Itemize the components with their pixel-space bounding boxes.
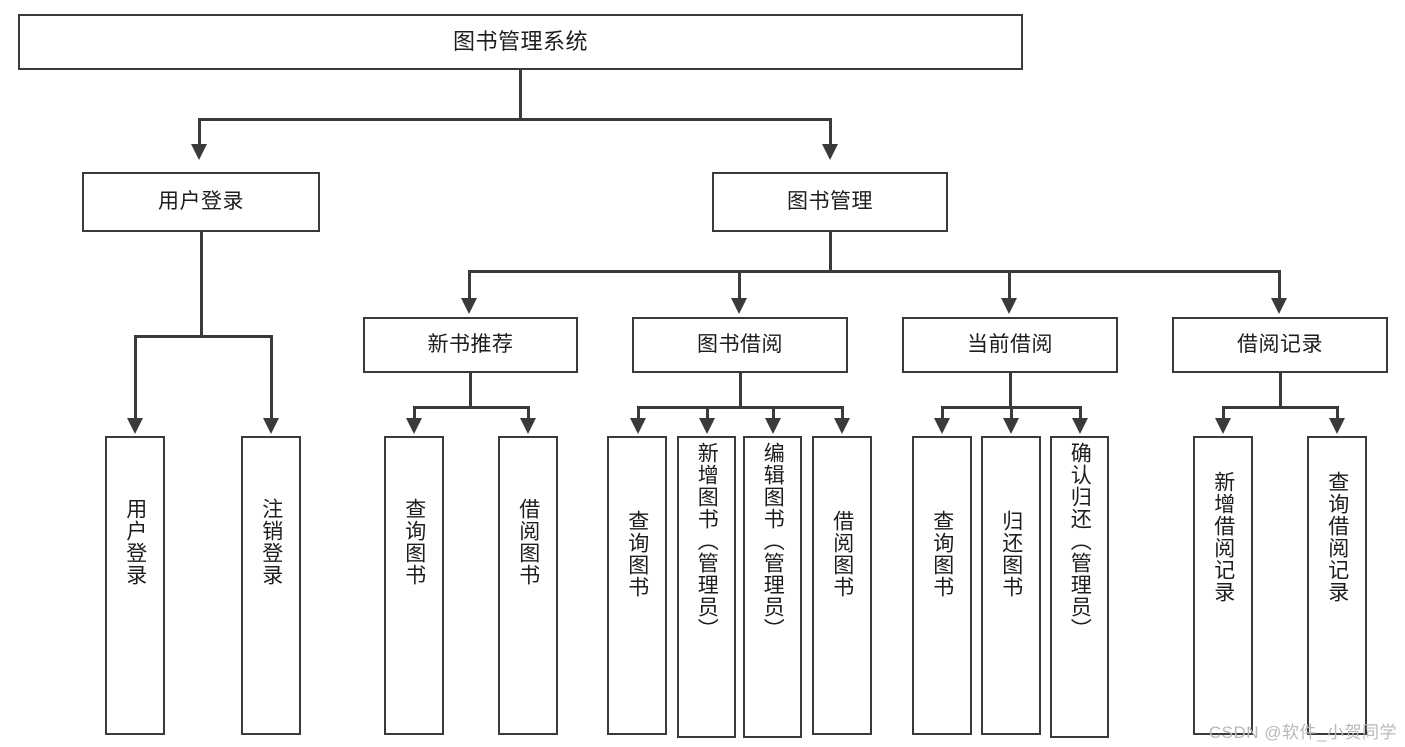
node-label: 新增借阅记录 [1211,471,1235,603]
connector-recommend-drop-1 [413,406,416,420]
node-label: 用户登录 [123,498,147,586]
leaf-borrow-add-book[interactable]: 新增图书（管理员） [677,436,736,738]
node-label: 确认归还（管理员） [1068,442,1092,640]
node-label: 借阅记录 [1237,332,1323,356]
node-root-system[interactable]: 图书管理系统 [18,14,1023,70]
arrowhead-leaf-edit-book [765,418,781,434]
connector-borrow-drop-1 [637,406,640,420]
arrowhead-leaf-add-record [1215,418,1231,434]
leaf-record-query-record[interactable]: 查询借阅记录 [1307,436,1367,735]
connector-book-mgmt-drop-1 [468,270,471,300]
arrowhead-new-book-recommend [461,298,477,314]
connector-root-to-user-login [198,118,201,146]
connector-record-bus [1222,406,1338,409]
connector-record-drop-1 [1222,406,1225,420]
node-label: 编辑图书（管理员） [761,442,785,640]
node-book-borrow[interactable]: 图书借阅 [632,317,848,373]
arrowhead-leaf-return-book [1003,418,1019,434]
node-label: 用户登录 [158,189,244,213]
leaf-borrow-edit-book[interactable]: 编辑图书（管理员） [743,436,802,738]
node-label: 图书管理系统 [452,29,588,55]
arrowhead-borrow-record [1271,298,1287,314]
connector-borrow-drop-3 [772,406,775,420]
arrowhead-leaf-add-book [699,418,715,434]
node-label: 查询图书 [625,510,649,598]
node-label: 查询借阅记录 [1325,471,1349,603]
connector-borrow-drop-2 [706,406,709,420]
arrowhead-current-borrow [1001,298,1017,314]
leaf-record-add-record[interactable]: 新增借阅记录 [1193,436,1253,735]
connector-book-mgmt-drop-2 [738,270,741,300]
node-label: 归还图书 [999,510,1023,598]
connector-book-mgmt-bus [468,270,1280,273]
node-new-book-recommend[interactable]: 新书推荐 [363,317,578,373]
node-book-management[interactable]: 图书管理 [712,172,948,232]
node-current-borrow[interactable]: 当前借阅 [902,317,1118,373]
node-label: 借阅图书 [516,498,540,586]
connector-user-login-bus [134,335,272,338]
connector-recommend-stem [469,373,472,408]
arrowhead-user-login [191,144,207,160]
connector-user-login-drop-2 [270,335,273,420]
connector-record-stem [1279,373,1282,408]
connector-borrow-bus [637,406,843,409]
connector-borrow-drop-4 [841,406,844,420]
arrowhead-leaf-query-book-2 [630,418,646,434]
arrowhead-leaf-query-book-3 [934,418,950,434]
node-label: 注销登录 [259,498,283,586]
arrowhead-leaf-query-record [1329,418,1345,434]
arrowhead-book-mgmt [822,144,838,160]
connector-root-stem [519,70,522,118]
connector-user-login-drop-1 [134,335,137,420]
leaf-borrow-borrow-book[interactable]: 借阅图书 [812,436,872,735]
node-label: 图书借阅 [697,332,783,356]
node-label: 查询图书 [402,498,426,586]
leaf-recommend-query-book[interactable]: 查询图书 [384,436,444,735]
leaf-current-confirm-return[interactable]: 确认归还（管理员） [1050,436,1109,738]
node-label: 新增图书（管理员） [695,442,719,640]
connector-current-drop-2 [1010,406,1013,420]
connector-borrow-stem [739,373,742,408]
connector-current-drop-3 [1079,406,1082,420]
leaf-user-login[interactable]: 用户登录 [105,436,165,735]
arrowhead-leaf-confirm-return [1072,418,1088,434]
leaf-current-query-book[interactable]: 查询图书 [912,436,972,735]
leaf-recommend-borrow-book[interactable]: 借阅图书 [498,436,558,735]
node-label: 借阅图书 [830,510,854,598]
watermark-text: CSDN @软件_小贺同学 [1208,723,1397,742]
connector-recommend-drop-2 [527,406,530,420]
arrowhead-leaf-user-login [127,418,143,434]
connector-root-bus [198,118,832,121]
arrowhead-leaf-borrow-book-2 [834,418,850,434]
connector-current-stem [1009,373,1012,408]
connector-current-drop-1 [941,406,944,420]
connector-user-login-stem [200,232,203,335]
node-label: 查询图书 [930,510,954,598]
leaf-logout[interactable]: 注销登录 [241,436,301,735]
node-label: 当前借阅 [967,332,1053,356]
connector-root-to-book-mgmt [829,118,832,146]
connector-recommend-bus [413,406,529,409]
connector-book-mgmt-drop-3 [1008,270,1011,300]
node-user-login[interactable]: 用户登录 [82,172,320,232]
connector-book-mgmt-drop-4 [1278,270,1281,300]
leaf-borrow-query-book[interactable]: 查询图书 [607,436,667,735]
connector-book-mgmt-stem [829,232,832,272]
arrowhead-leaf-borrow-book-1 [520,418,536,434]
arrowhead-book-borrow [731,298,747,314]
node-label: 新书推荐 [427,332,514,356]
node-label: 图书管理 [787,189,873,213]
node-borrow-record[interactable]: 借阅记录 [1172,317,1388,373]
leaf-current-return-book[interactable]: 归还图书 [981,436,1041,735]
arrowhead-leaf-query-book-1 [406,418,422,434]
arrowhead-leaf-logout [263,418,279,434]
connector-record-drop-2 [1336,406,1339,420]
